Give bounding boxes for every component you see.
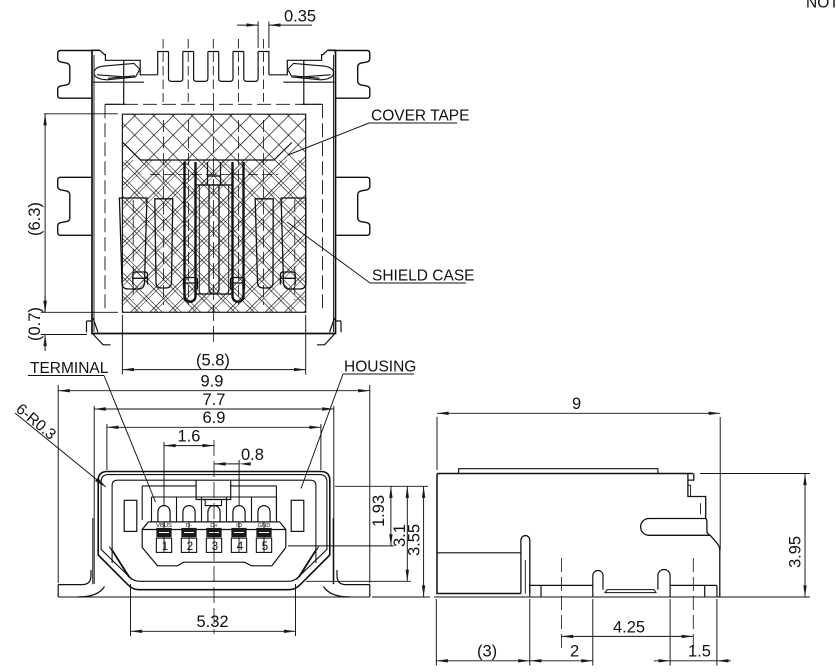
svg-text:ID: ID [236, 523, 242, 529]
svg-text:D-: D- [186, 523, 192, 529]
svg-text:1.6: 1.6 [178, 428, 201, 446]
svg-text:3: 3 [212, 541, 218, 553]
svg-text:0.35: 0.35 [284, 8, 316, 26]
svg-text:9.9: 9.9 [201, 373, 224, 391]
svg-text:(3): (3) [477, 643, 497, 661]
svg-text:1.93: 1.93 [370, 495, 388, 527]
svg-text:5: 5 [262, 541, 268, 553]
svg-text:2: 2 [187, 541, 193, 553]
svg-text:(5.8): (5.8) [196, 352, 230, 370]
svg-text:(0.7): (0.7) [26, 307, 44, 341]
svg-text:4.25: 4.25 [613, 618, 645, 636]
svg-text:4: 4 [237, 541, 244, 553]
svg-text:GND: GND [258, 523, 271, 529]
svg-text:SHIELD CASE: SHIELD CASE [372, 268, 475, 285]
svg-text:6.9: 6.9 [203, 409, 226, 427]
svg-text:3.55: 3.55 [406, 524, 424, 556]
svg-text:5.32: 5.32 [197, 613, 229, 631]
svg-text:VBUS: VBUS [156, 523, 172, 529]
svg-text:HOUSING: HOUSING [344, 359, 416, 376]
svg-text:NOTE: NOTE [806, 0, 836, 12]
svg-text:0.8: 0.8 [241, 446, 264, 464]
svg-text:7.7: 7.7 [203, 391, 226, 409]
svg-text:1.5: 1.5 [688, 643, 711, 661]
svg-text:2: 2 [570, 643, 579, 661]
svg-text:1: 1 [162, 541, 168, 553]
svg-text:(6.3): (6.3) [26, 202, 44, 236]
svg-text:9: 9 [572, 395, 581, 413]
svg-text:TERMINAL: TERMINAL [30, 360, 109, 377]
svg-text:COVER TAPE: COVER TAPE [371, 108, 469, 125]
svg-text:3.95: 3.95 [787, 536, 805, 568]
svg-text:3.1: 3.1 [391, 524, 409, 547]
